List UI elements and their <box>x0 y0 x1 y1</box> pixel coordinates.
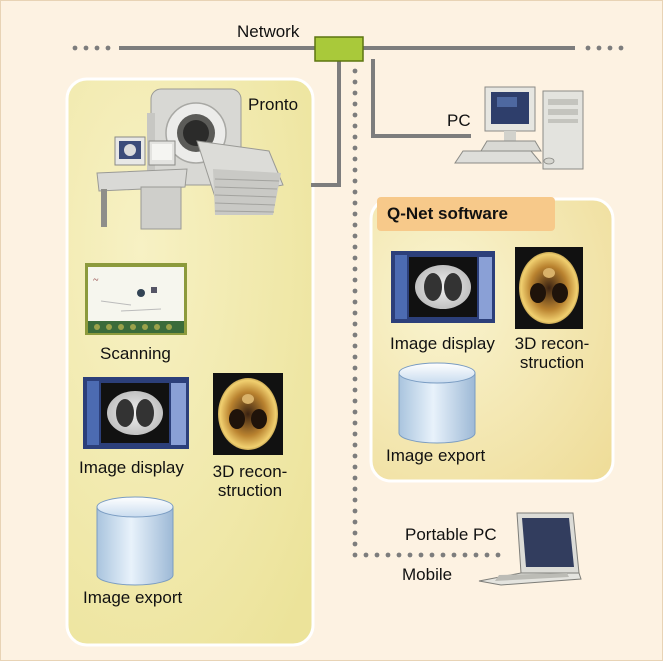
ct-scanner-icon <box>96 88 284 230</box>
desktop-pc-icon <box>454 86 584 170</box>
network-dots-right <box>585 45 624 51</box>
pc-connection <box>371 59 471 138</box>
network-dots-left <box>72 45 111 51</box>
pc-label: PC <box>447 111 471 130</box>
portable-pc-label: Portable PC <box>405 525 497 544</box>
laptop-icon <box>478 512 582 586</box>
database-cylinder-icon-qnet <box>398 362 476 444</box>
brain-3d-thumbnail <box>213 373 283 455</box>
mobile-label: Mobile <box>402 565 453 584</box>
mobile-dotted-connection <box>352 68 501 558</box>
qnet-image-export-label: Image export <box>386 446 486 465</box>
database-cylinder-icon <box>96 496 174 586</box>
ct-lung-scan-thumbnail-qnet <box>391 251 495 323</box>
image-display-label: Image display <box>79 458 184 477</box>
3d-reconstruction-label: 3D recon- struction <box>212 462 288 500</box>
qnet-image-display-label: Image display <box>390 334 495 353</box>
network-hub-icon <box>314 36 364 62</box>
scanning-screen-thumbnail: ~ <box>85 263 187 335</box>
image-export-label: Image export <box>83 588 183 607</box>
svg-text:~: ~ <box>93 275 99 286</box>
qnet-software-title: Q-Net software <box>377 197 555 231</box>
pronto-connection <box>311 59 341 187</box>
pronto-label: Pronto <box>248 95 299 114</box>
network-label: Network <box>237 22 300 41</box>
brain-3d-thumbnail-qnet <box>515 247 583 329</box>
ct-lung-scan-thumbnail <box>83 377 189 449</box>
scanning-label: Scanning <box>100 344 171 363</box>
qnet-3d-reconstruction-label: 3D recon- struction <box>514 334 590 372</box>
